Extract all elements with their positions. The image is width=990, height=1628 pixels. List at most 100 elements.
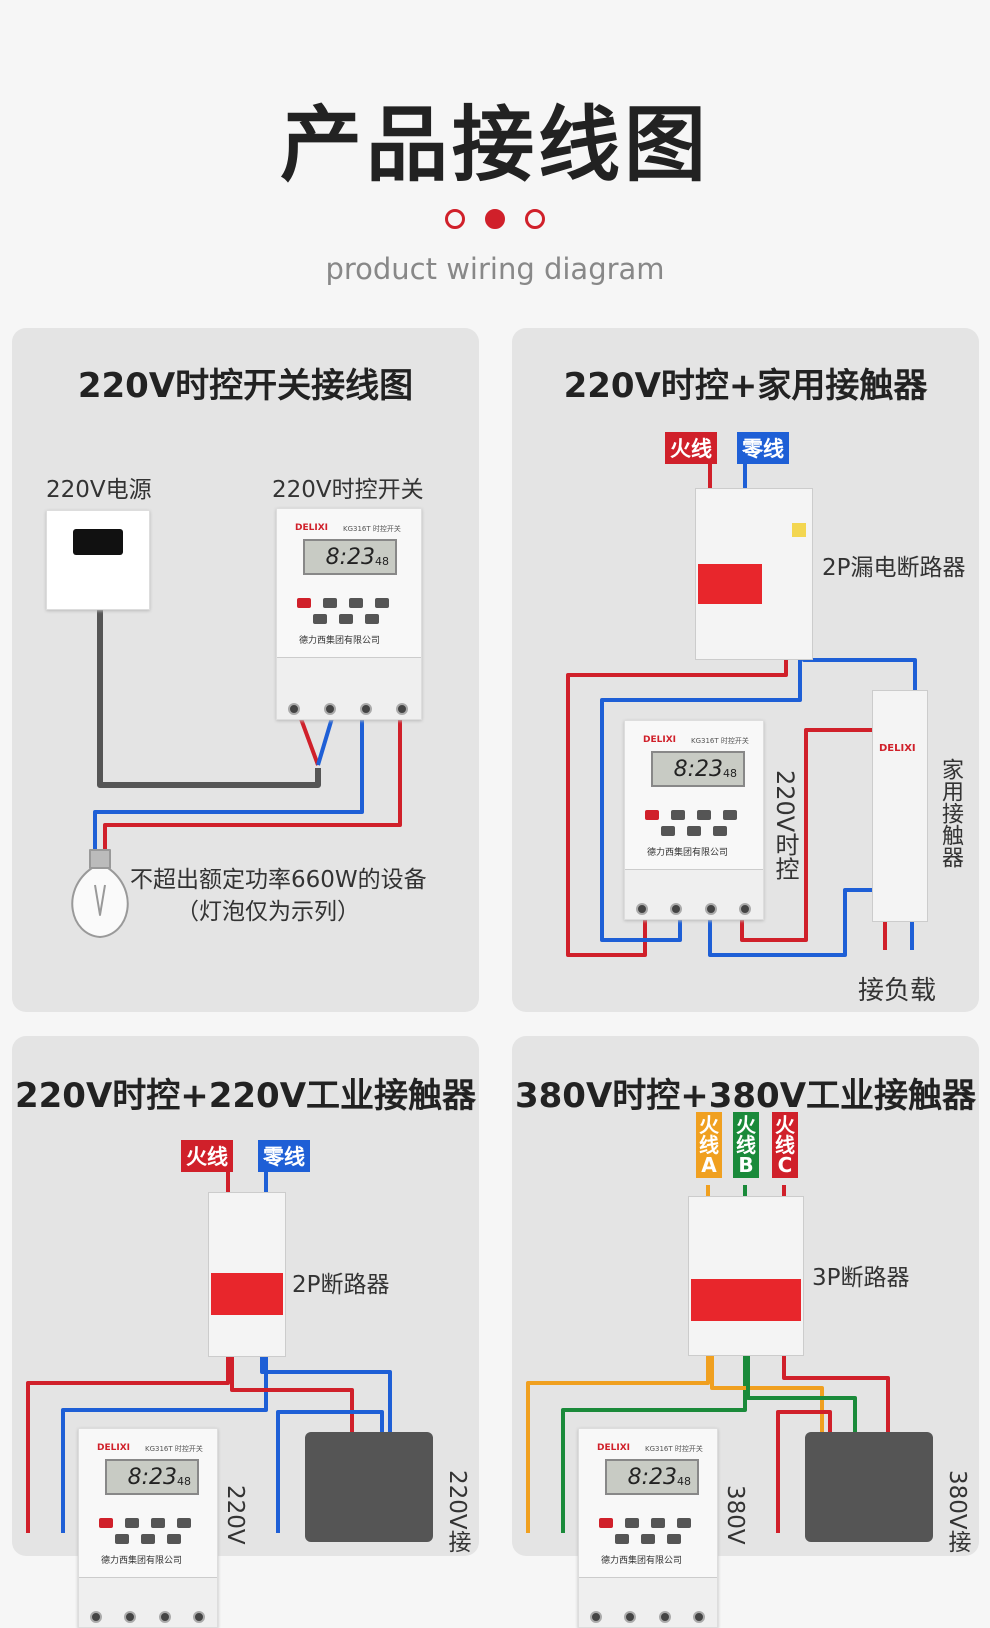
pager-dot — [525, 209, 545, 229]
timer-buttons — [655, 821, 733, 840]
terminal-screw — [396, 703, 409, 715]
timer-time: 8:23 — [673, 757, 723, 782]
plug-icon — [73, 529, 123, 555]
timer-terminal-block — [79, 1577, 217, 1627]
wiring-svg — [26, 460, 917, 1533]
terminal-screw — [158, 1611, 171, 1623]
household-contactor: DELIXI — [872, 690, 928, 922]
timer-brand: DELIXI — [597, 1443, 630, 1453]
contactor-brand: DELIXI — [879, 743, 916, 754]
load-label: 接负载 — [858, 976, 937, 1006]
timer-model: KG316T 时控开关 — [145, 1445, 203, 1453]
phase-b-tag: 火线B — [733, 1112, 759, 1178]
panel-title: 220V时控开关接线图 — [77, 366, 414, 406]
panel2-wires — [566, 460, 917, 957]
timer-time: 8:23 — [127, 1465, 177, 1490]
terminal-screw — [589, 1611, 602, 1623]
terminal-screw — [360, 703, 373, 715]
breaker-label: 3P断路器 — [812, 1265, 910, 1291]
terminal-screw — [704, 903, 717, 915]
timer-model: KG316T 时控开关 — [343, 525, 401, 533]
phase-a-tag: 火线A — [696, 1112, 722, 1178]
terminal-screw — [739, 903, 752, 915]
timer-terminal-block — [625, 869, 763, 919]
timer-label: 220V时控开关 — [272, 477, 424, 503]
terminal-screw — [193, 1611, 206, 1623]
timer-company: 德力西集团有限公司 — [601, 1556, 683, 1566]
industrial-contactor — [805, 1432, 933, 1542]
timer-terminal-block — [579, 1577, 717, 1627]
timer-buttons — [291, 593, 395, 612]
live-tag: 火线 — [665, 432, 717, 464]
timer-seconds: 48 — [177, 1475, 191, 1488]
breaker-label: 2P断路器 — [292, 1272, 390, 1298]
contactor-label: 380V接 — [944, 1470, 970, 1553]
timer-model: KG316T 时控开关 — [645, 1445, 703, 1453]
timer-seconds: 48 — [677, 1475, 691, 1488]
timer-time: 8:23 — [325, 545, 375, 570]
pager-dot — [445, 209, 465, 229]
terminal-screw — [670, 903, 683, 915]
timer-seconds: 48 — [375, 555, 389, 568]
terminal-screw — [693, 1611, 706, 1623]
rcd-breaker — [695, 488, 813, 660]
timer-company: 德力西集团有限公司 — [101, 1556, 183, 1566]
power-cable — [97, 545, 321, 788]
terminal-screw — [124, 1611, 137, 1623]
timer-label: 380V — [722, 1485, 748, 1545]
breaker-handle — [698, 564, 762, 604]
timer-buttons — [93, 1513, 197, 1532]
timer-brand: DELIXI — [97, 1443, 130, 1453]
timer-terminal-block — [277, 657, 421, 719]
pager-dot-active — [485, 209, 505, 229]
test-button — [792, 523, 806, 537]
timer-buttons — [609, 1529, 687, 1548]
timer-brand: DELIXI — [295, 523, 328, 533]
timer-buttons — [639, 805, 743, 824]
timer-label: 220V — [222, 1485, 248, 1545]
wire-load-live — [103, 708, 402, 850]
timer-seconds: 48 — [723, 767, 737, 780]
timer-brand: DELIXI — [643, 735, 676, 745]
live-tag: 火线 — [181, 1140, 233, 1172]
3p-breaker — [688, 1196, 804, 1356]
terminal-screw — [288, 703, 301, 715]
contactor-label: 家用接触器 — [938, 758, 963, 868]
timer-model: KG316T 时控开关 — [691, 737, 749, 745]
power-label: 220V电源 — [46, 477, 152, 503]
neutral-tag: 零线 — [737, 432, 789, 464]
page-subtitle: product wiring diagram — [325, 252, 665, 286]
2p-breaker — [208, 1192, 286, 1357]
contactor-label: 220V接 — [444, 1470, 470, 1553]
timer-buttons — [593, 1513, 697, 1532]
timer-company: 德力西集团有限公司 — [299, 636, 381, 646]
terminal-screw — [324, 703, 337, 715]
timer-company: 德力西集团有限公司 — [647, 848, 729, 858]
panel-title: 380V时控+380V工业接触器 — [514, 1076, 977, 1116]
timer-time: 8:23 — [627, 1465, 677, 1490]
industrial-contactor — [305, 1432, 433, 1542]
load-label: 不超出额定功率660W的设备 — [130, 867, 427, 893]
phase-c-tag: 火线C — [772, 1112, 798, 1178]
wire-load-neutral — [93, 708, 364, 850]
breaker-handle — [691, 1279, 801, 1321]
timer-label: 220V时控 — [771, 770, 799, 881]
breaker-label: 2P漏电断路器 — [822, 555, 966, 581]
wall-socket — [46, 510, 150, 610]
panel4-wires — [526, 1185, 890, 1533]
panel-title: 220V时控+220V工业接触器 — [14, 1076, 477, 1116]
terminal-screw — [624, 1611, 637, 1623]
page-title: 产品接线图 — [279, 98, 710, 193]
timer-buttons — [307, 609, 385, 628]
terminal-screw — [635, 903, 648, 915]
timer-buttons — [109, 1529, 187, 1548]
panel-title: 220V时控+家用接触器 — [563, 366, 928, 406]
